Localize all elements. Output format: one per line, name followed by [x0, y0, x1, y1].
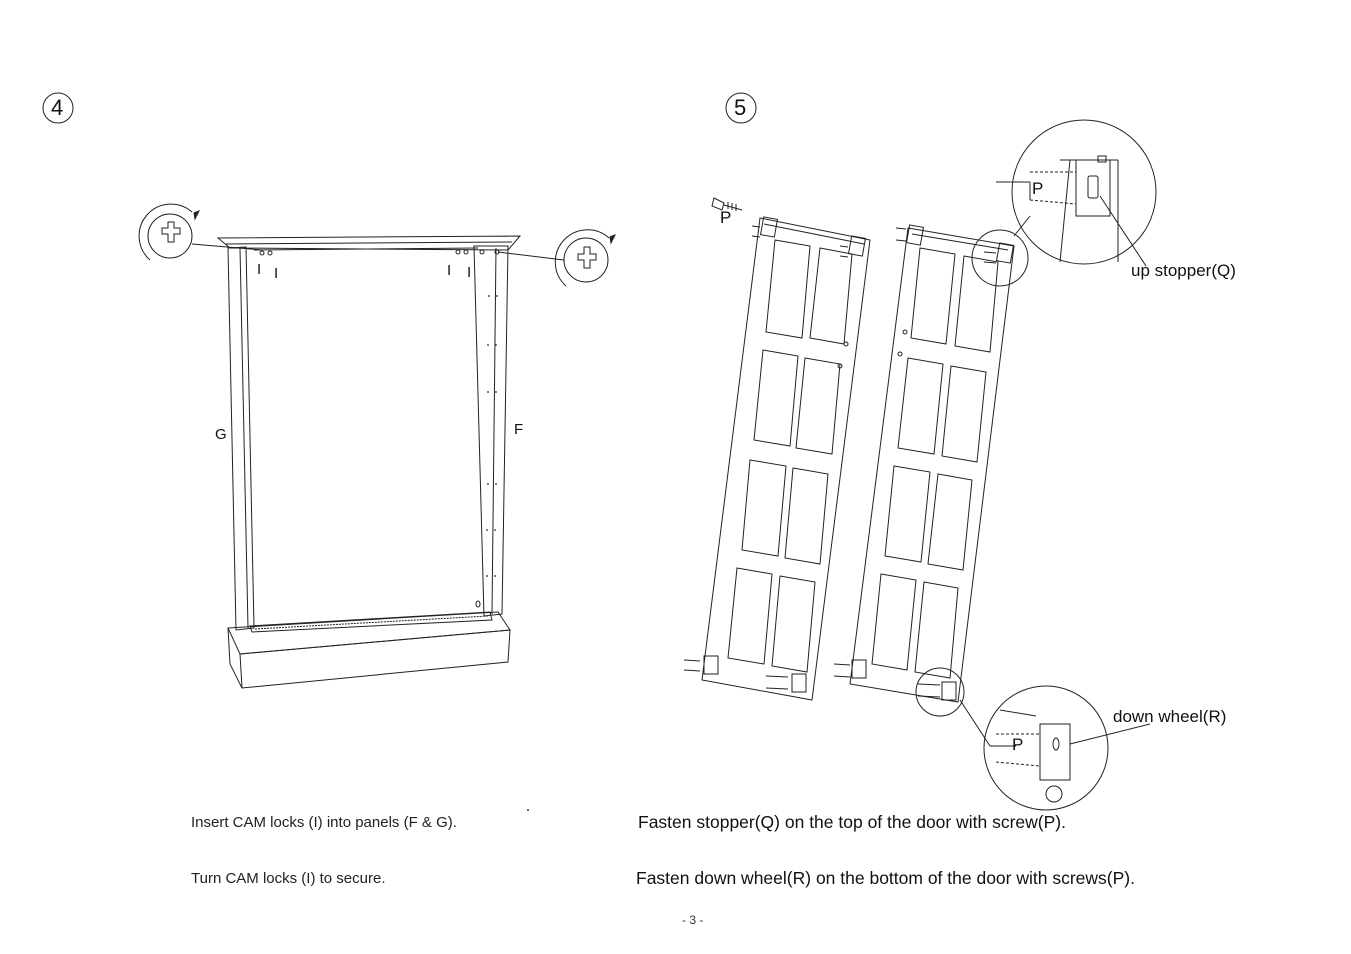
cam-lock-label: I [257, 261, 262, 278]
step4-number: 4 [51, 95, 64, 120]
step4-instruction-1: Insert CAM locks (I) into panels (F & G)… [191, 814, 457, 831]
detail-top-p-label: P [1032, 179, 1044, 198]
panel-g-label: G [215, 426, 227, 443]
detail-top-callout [996, 119, 1157, 267]
screw-p-label: P [720, 208, 732, 227]
cam-lock-label: I [274, 265, 279, 282]
up-stopper-label: up stopper(Q) [1131, 261, 1236, 280]
step5-instruction-1: Fasten stopper(Q) on the top of the door… [638, 812, 1066, 832]
screw-markers [683, 225, 997, 698]
rotate-right-icon [497, 229, 617, 287]
panel-f-drawing [473, 245, 509, 617]
step5-instruction-2: Fasten down wheel(R) on the bottom of th… [636, 868, 1135, 888]
frame-assembly [216, 235, 522, 689]
door-right-drawing [849, 224, 1029, 717]
step5-number: 5 [734, 95, 747, 120]
cam-lock-label: I [467, 264, 472, 281]
down-wheel-label: down wheel(R) [1113, 707, 1227, 726]
detail-bottom-callout [959, 685, 1151, 811]
step4-instruction-2: Turn CAM locks (I) to secure. [191, 870, 386, 887]
page-number: - 3 - [682, 913, 704, 927]
step4-number-circle [42, 92, 74, 124]
door-left-drawing [701, 197, 871, 701]
panel-f-label: F [514, 421, 524, 438]
step5-number-circle [725, 92, 757, 124]
cam-lock-label: I [447, 262, 452, 279]
panel-g-drawing [227, 246, 255, 631]
detail-bottom-p-label: P [1012, 735, 1024, 754]
rotate-left-icon [138, 203, 263, 261]
